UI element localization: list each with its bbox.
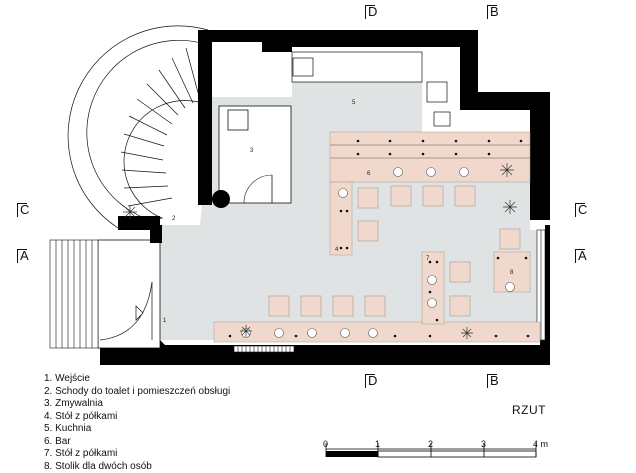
- section-mark-left-c: C: [17, 202, 30, 217]
- washroom: [218, 105, 292, 204]
- section-label: D: [368, 373, 378, 388]
- cups: [241, 167, 515, 338]
- view-title: RZUT: [512, 403, 546, 417]
- section-label: A: [20, 248, 29, 263]
- entrance-steps: [49, 239, 99, 349]
- legend-item: 3. Zmywalnia: [44, 398, 103, 409]
- section-label: C: [20, 202, 30, 217]
- legend-item: 7. Stół z półkami: [44, 448, 118, 459]
- scale-label: 1: [375, 439, 381, 449]
- radiator: [233, 345, 295, 353]
- room-number-3: 3: [250, 148, 254, 154]
- room-number-6: 6: [367, 171, 371, 177]
- room-number-4: 4: [335, 247, 339, 253]
- legend-item: 6. Bar: [44, 435, 71, 447]
- section-label: B: [490, 4, 499, 19]
- section-label: D: [368, 4, 378, 19]
- section-label: B: [490, 373, 499, 388]
- entrance-floor: [97, 239, 161, 349]
- room-number-7: 7: [426, 256, 430, 262]
- section-label: A: [578, 248, 587, 263]
- legend-item: 2. Schody do toalet i pomieszczeń obsług…: [44, 385, 231, 397]
- room-number-5: 5: [352, 100, 356, 106]
- seats: [268, 185, 521, 317]
- scale-label: 4 m: [533, 439, 549, 449]
- legend-item: 5. Kuchnia: [44, 423, 92, 434]
- legend-item: 4. Stół z półkami: [44, 410, 118, 422]
- room-number-2: 2: [172, 216, 176, 222]
- section-mark-left-a: A: [17, 248, 29, 263]
- section-mark-bottom-b: B: [487, 373, 499, 388]
- scale-label: 2: [428, 439, 434, 449]
- scale-label: 3: [481, 439, 487, 449]
- legend-item: 8. Stolik dla dwóch osób: [44, 460, 152, 472]
- shelf-dots: [228, 139, 530, 338]
- scale-bar: [325, 443, 537, 458]
- legend-item: 1. Wejście: [44, 373, 90, 384]
- section-mark-right-c: C: [575, 202, 588, 217]
- section-mark-top-b: B: [487, 4, 499, 19]
- section-mark-bottom-d: D: [365, 373, 378, 388]
- room-number-1: 1: [163, 318, 167, 324]
- section-mark-top-d: D: [365, 4, 378, 19]
- legend: 1. Wejście 2. Schody do toalet i pomiesz…: [44, 373, 230, 473]
- section-label: C: [578, 202, 588, 217]
- section-mark-right-a: A: [575, 248, 587, 263]
- plants: [123, 163, 517, 339]
- bar-lines: [330, 144, 530, 159]
- scale-label: 0: [323, 439, 329, 449]
- right-window: [536, 229, 546, 341]
- room-number-8: 8: [510, 270, 514, 276]
- spiral-staircase: [67, 25, 209, 229]
- kitchen-equipment: [291, 51, 451, 127]
- entrance-door: [99, 281, 153, 341]
